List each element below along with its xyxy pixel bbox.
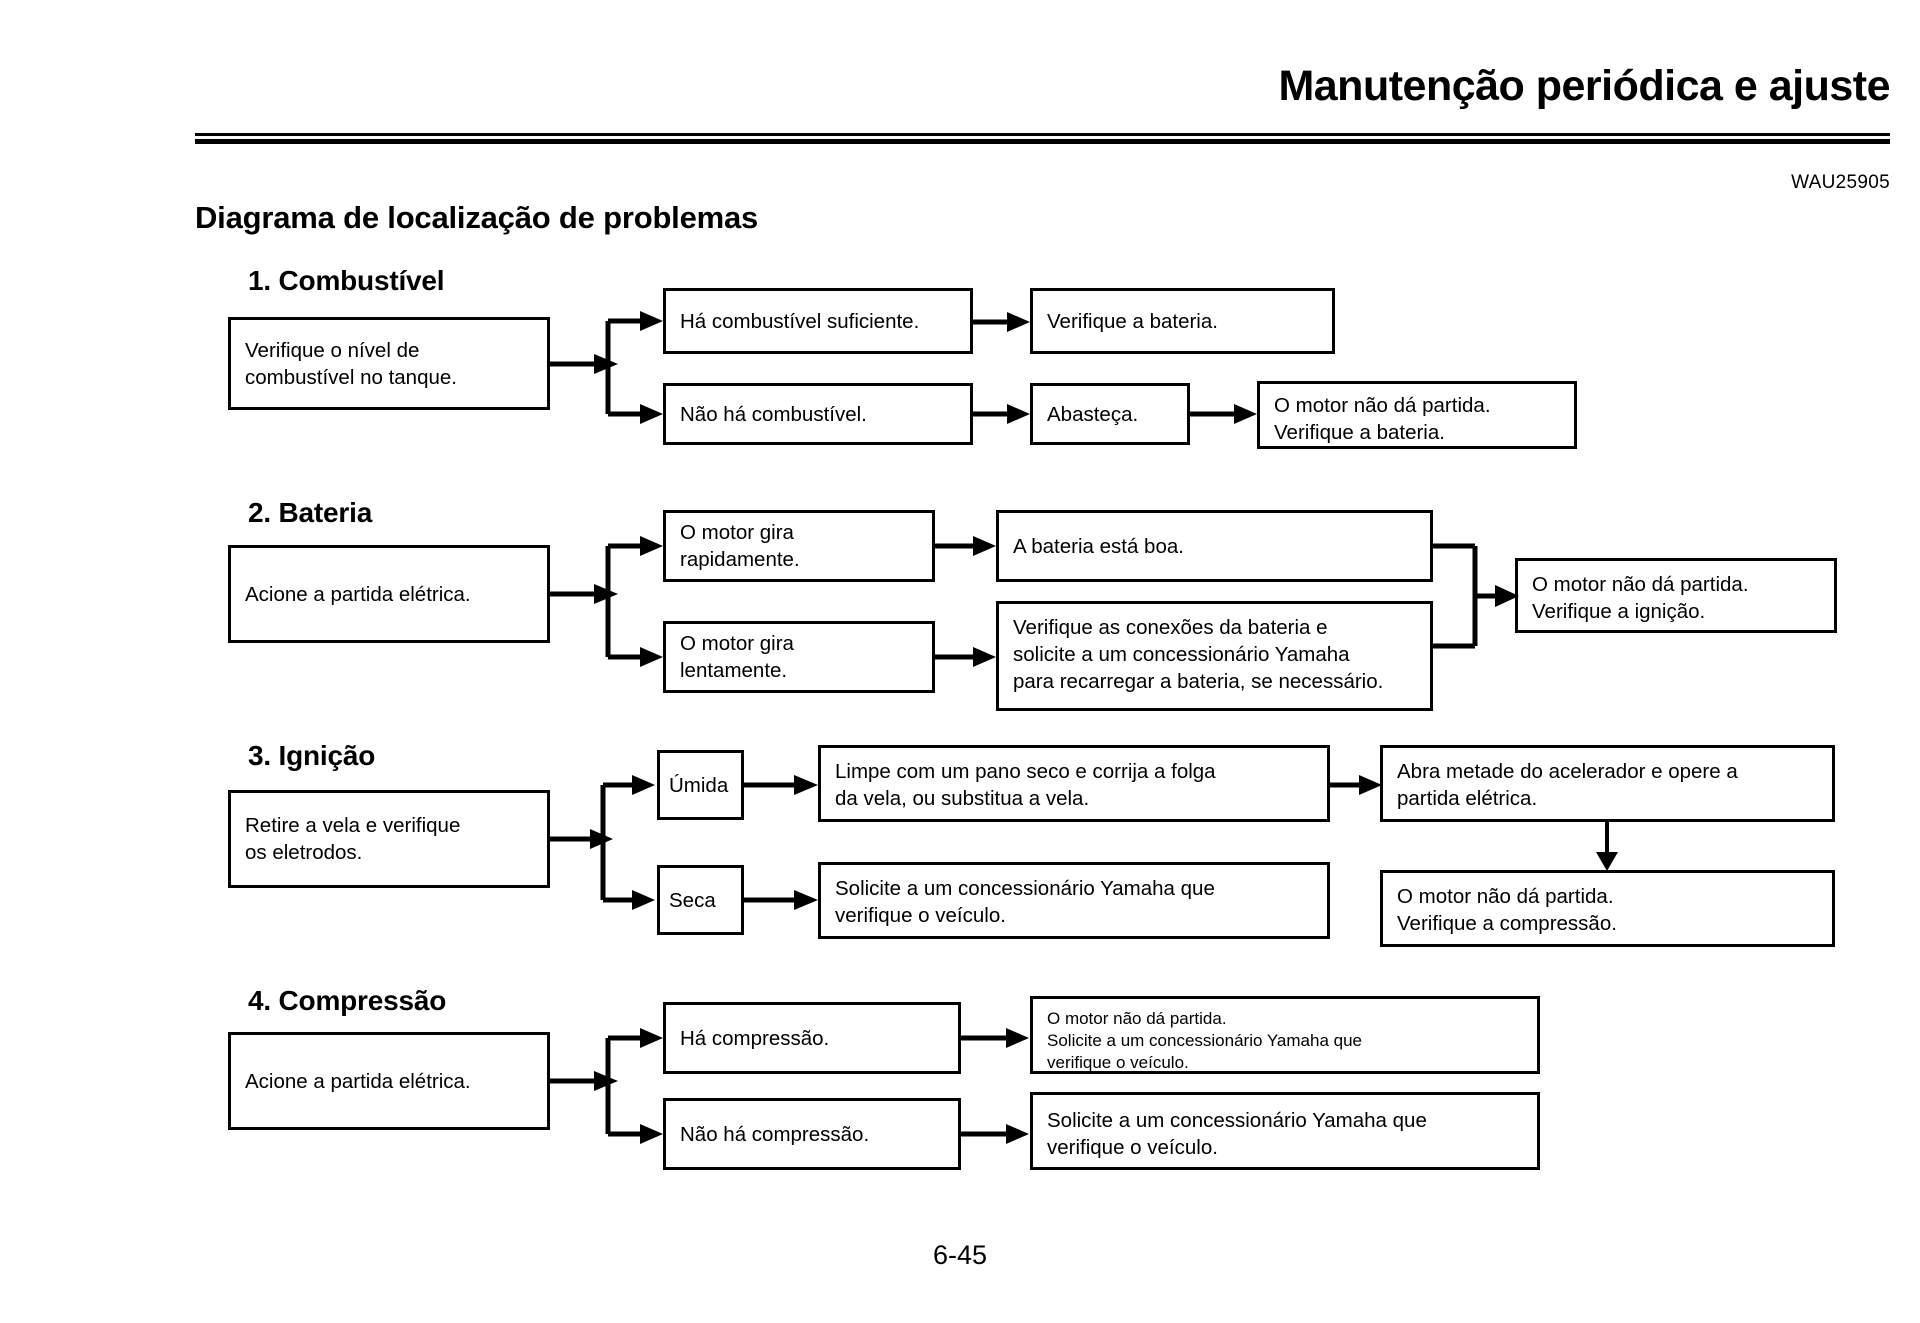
section1-split-connector [550,311,663,424]
section1-branch-a-box: Há combustível suficiente. [663,288,973,354]
section4-start-box: Acione a partida elétrica. [228,1032,550,1130]
section3-start-box: Retire a vela e verifique os eletrodos. [228,790,550,888]
section3-arrow-a-to-next [744,775,818,795]
section1-start-box: Verifique o nível de combustível no tanq… [228,317,550,410]
section3-branch-a-final-box: Abra metade do acelerador e opere a part… [1380,745,1835,822]
header-rule-thin [195,133,1890,136]
section4-branch-a-next-box: O motor não dá partida. Solicite a um co… [1030,996,1540,1074]
section2-merge-connector [1433,543,1519,649]
section1-arrow-b-to-next [973,404,1030,424]
section3-branch-b-next-box: Solicite a um concessionário Yamaha que … [818,862,1330,939]
header-double-rule [195,133,1890,144]
section3-branch-a-box: Úmida [657,750,744,820]
page-header-title: Manutenção periódica e ajuste [1278,62,1890,110]
section1-branch-b-next-box: Abasteça. [1030,383,1190,445]
section-title-bateria: 2. Bateria [248,497,373,528]
section4-branch-b-next-box: Solicite a um concessionário Yamaha que … [1030,1092,1540,1170]
section1-arrow-a-to-next [973,312,1030,332]
section2-arrow-b-to-next [935,647,996,667]
section3-down-arrow [1596,822,1618,871]
section1-branch-a-next-box: Verifique a bateria. [1030,288,1335,354]
section2-branch-a-next-box: A bateria está boa. [996,510,1433,582]
section2-merged-box: O motor não dá partida. Verifique a igni… [1515,558,1837,633]
section1-branch-b-final-box: O motor não dá partida. Verifique a bate… [1257,381,1577,449]
page-number: 6-45 [932,1240,988,1270]
section1-branch-b-box: Não há combustível. [663,383,973,445]
section2-arrow-a-to-next [935,536,996,556]
section4-arrow-a-to-next [961,1028,1029,1048]
section4-split-connector [550,1028,663,1144]
document-reference-code: WAU25905 [1791,172,1890,193]
section-title-ignicao: 3. Ignição [248,740,376,771]
section4-arrow-b-to-next [961,1124,1029,1144]
section2-branch-a-box: O motor gira rapidamente. [663,510,935,582]
section2-split-connector [550,536,663,667]
section2-branch-b-next-box: Verifique as conexões da bateria e solic… [996,601,1433,711]
page-title: Diagrama de localização de problemas [195,200,759,235]
section3-branch-a-next-box: Limpe com um pano seco e corrija a folga… [818,745,1330,822]
section3-arrow-b-to-next [744,890,818,910]
section-title-compressao: 4. Compressão [248,985,447,1016]
section-title-combustivel: 1. Combustível [248,265,445,296]
section4-branch-a-box: Há compressão. [663,1002,961,1074]
section3-result-box: O motor não dá partida. Verifique a comp… [1380,870,1835,947]
section2-branch-b-box: O motor gira lentamente. [663,621,935,693]
section1-arrow-next-to-final [1190,404,1257,424]
header-rule-thick [195,139,1890,144]
section3-arrow-next-to-final [1330,775,1382,795]
section4-branch-b-box: Não há compressão. [663,1098,961,1170]
section2-start-box: Acione a partida elétrica. [228,545,550,643]
section3-split-connector [550,775,655,910]
section3-branch-b-box: Seca [657,865,744,935]
